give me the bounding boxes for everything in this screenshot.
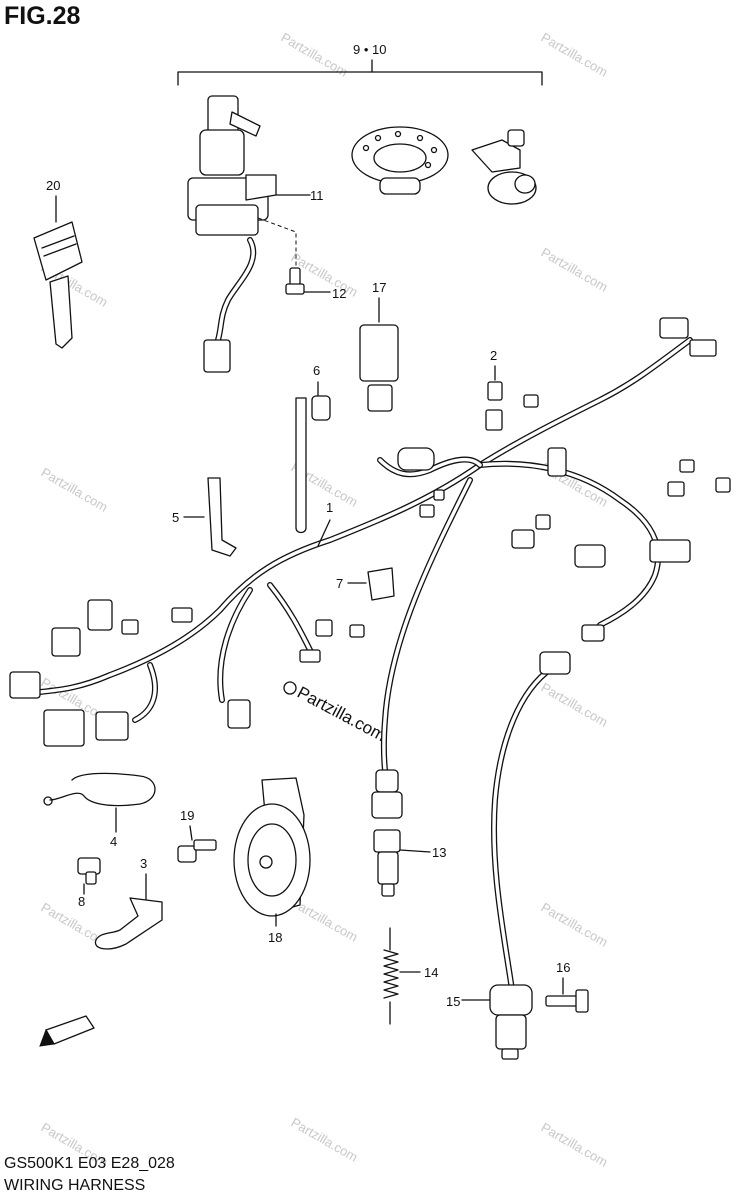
callout-18: 18	[268, 930, 282, 945]
callout-12: 12	[332, 286, 346, 301]
callout-20: 20	[46, 178, 60, 193]
callout-6: 6	[313, 363, 320, 378]
watermark: Partzilla.com	[539, 900, 611, 950]
callout-9-10: 9 • 10	[353, 42, 386, 57]
coupler-part-2: 2	[485, 348, 503, 431]
clamp-part-3: 3	[94, 856, 163, 950]
sidestand-lead	[491, 651, 571, 993]
band-part-6: 6	[295, 363, 331, 534]
drawing-code: GS500K1 E03 E28_028	[4, 1155, 175, 1172]
callout-1: 1	[326, 500, 333, 515]
callout-2: 2	[490, 348, 497, 363]
callout-5: 5	[172, 510, 179, 525]
forward-arrow-icon: FWD	[39, 1015, 95, 1047]
callout-13: 13	[432, 845, 446, 860]
watermark: Partzilla.com	[289, 1115, 361, 1165]
clamp-part-5: 5	[172, 477, 237, 557]
key-part-20: 20	[33, 178, 83, 349]
ignition-switch-part-11: 11	[187, 95, 324, 373]
callout-7: 7	[336, 576, 343, 591]
callout-3: 3	[140, 856, 147, 871]
screw-part-12: 12	[285, 267, 346, 301]
watermark: Partzilla.com	[539, 1120, 611, 1170]
fuel-cap-part	[351, 126, 449, 195]
clamp-part-7: 7	[336, 567, 395, 601]
center-watermark-text: Partzilla.com	[294, 683, 389, 745]
switch-part-15: 15	[446, 984, 533, 1060]
horn-part-18: 18	[233, 777, 311, 945]
watermark: Partzilla.com	[539, 245, 611, 295]
center-watermark: Partzilla.com	[283, 681, 389, 745]
callout-8: 8	[78, 894, 85, 909]
callout-14: 14	[424, 965, 438, 980]
screw-part-8: 8	[77, 857, 101, 909]
bolt-part-16: 16	[545, 960, 589, 1013]
seat-lock-part	[471, 129, 537, 205]
clip-part-4: 4	[43, 772, 156, 849]
relay-part-17: 17	[359, 280, 399, 412]
callout-15: 15	[446, 994, 460, 1009]
copyright-mark-icon	[283, 681, 297, 695]
main-harness-part-1: 1	[9, 317, 731, 747]
callout-17: 17	[372, 280, 386, 295]
bracket-9-10: 9 • 10	[177, 42, 543, 86]
spring-part-14: 14	[383, 927, 438, 1025]
callout-4: 4	[110, 834, 117, 849]
watermark: Partzilla.com	[39, 465, 111, 515]
callout-11: 11	[310, 188, 324, 203]
watermark: Partzilla.com	[539, 30, 611, 80]
callout-19: 19	[180, 808, 194, 823]
bolt-part-19: 19	[177, 808, 217, 863]
watermark: Partzilla.com	[539, 680, 611, 730]
callout-16: 16	[556, 960, 570, 975]
figure-title: FIG.28	[4, 2, 81, 30]
neutral-lead	[380, 477, 473, 773]
switch-part-13: 13	[371, 769, 446, 897]
drawing-name: WIRING HARNESS	[4, 1177, 146, 1194]
